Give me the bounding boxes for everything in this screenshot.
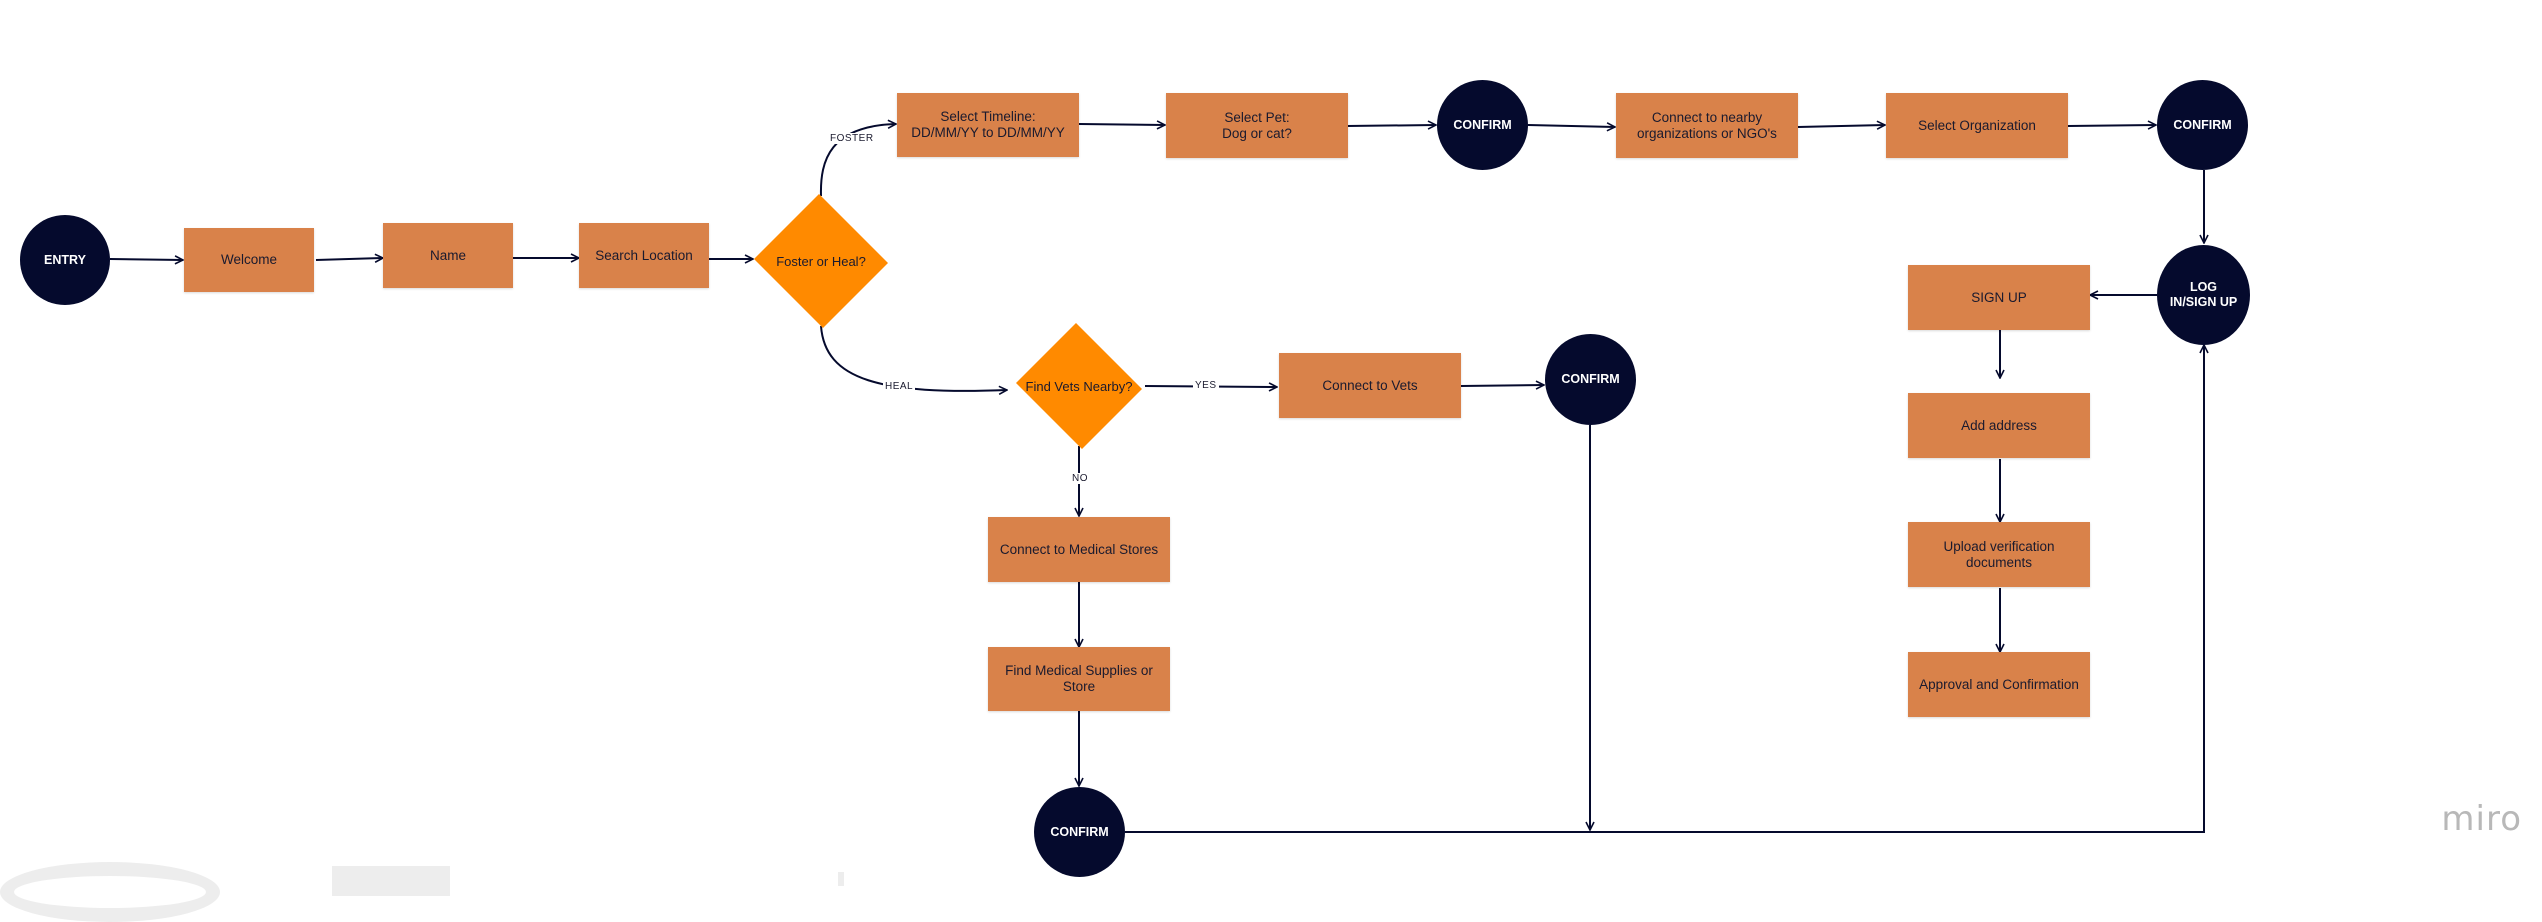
edge-label-foster: FOSTER xyxy=(828,133,876,144)
edge-vets-confirm xyxy=(1460,385,1544,386)
welcome-node[interactable]: Welcome xyxy=(184,228,314,292)
select-pet-label: Select Pet: Dog or cat? xyxy=(1222,109,1292,141)
edge-merge-login xyxy=(1125,345,2204,833)
name-label: Name xyxy=(429,247,466,263)
confirm-vets-label: CONFIRM xyxy=(1561,372,1620,386)
edge-label-heal: HEAL xyxy=(883,381,916,392)
name-node[interactable]: Name xyxy=(383,223,513,288)
foster-or-heal-label: Foster or Heal? xyxy=(776,253,866,269)
login-signup-node[interactable]: LOG IN/SIGN UP xyxy=(2157,245,2250,345)
select-organization-label: Select Organization xyxy=(1918,117,2036,133)
edge-foster xyxy=(819,124,896,197)
confirm-foster-label-1: CONFIRM xyxy=(1453,117,1512,132)
search-location-node[interactable]: Search Location xyxy=(579,223,709,288)
connect-orgs-label: Connect to nearby organizations or NGO's xyxy=(1637,109,1777,141)
find-vets-decision[interactable]: Find Vets Nearby? xyxy=(1013,323,1145,449)
welcome-label: Welcome xyxy=(220,252,278,267)
background-deco-shape xyxy=(0,862,220,922)
edge-connect-selectorg xyxy=(1797,125,1885,127)
login-signup-label: LOG IN/SIGN UP xyxy=(2169,280,2238,309)
background-deco-shape xyxy=(838,872,844,886)
foster-or-heal-decision[interactable]: Foster or Heal? xyxy=(752,194,890,328)
select-organization-node[interactable]: Select Organization xyxy=(1886,93,2068,158)
add-address-label: Add address xyxy=(1961,417,2037,433)
entry-node[interactable]: ENTRY xyxy=(20,215,110,305)
edge-selectorg-confirm xyxy=(2067,125,2156,126)
connect-medical-stores-node[interactable]: Connect to Medical Stores xyxy=(988,517,1170,582)
upload-docs-label: Upload verification documents xyxy=(1943,538,2055,570)
select-timeline-label: Select Timeline: DD/MM/YY to DD/MM/YY xyxy=(911,109,1065,140)
confirm-medical-label: CONFIRM xyxy=(1050,824,1109,839)
sign-up-node[interactable]: SIGN UP xyxy=(1908,265,2090,330)
connect-vets-label: Connect to Vets xyxy=(1322,377,1418,393)
approval-node[interactable]: Approval and Confirmation xyxy=(1908,652,2090,717)
edge-confirm-connect xyxy=(1527,125,1615,127)
add-address-node[interactable]: Add address xyxy=(1908,393,2090,458)
find-vets-label: Find Vets Nearby? xyxy=(1025,378,1133,394)
edge-entry-welcome xyxy=(109,259,183,260)
connect-vets-node[interactable]: Connect to Vets xyxy=(1279,353,1461,418)
select-timeline-node[interactable]: Select Timeline: DD/MM/YY to DD/MM/YY xyxy=(897,93,1079,157)
edge-label-no: NO xyxy=(1070,473,1090,484)
edge-welcome-name xyxy=(315,258,383,260)
confirm-vets-node[interactable]: CONFIRM xyxy=(1545,334,1636,425)
upload-docs-node[interactable]: Upload verification documents xyxy=(1908,522,2090,587)
find-medical-supplies-label: Find Medical Supplies or Store xyxy=(1005,663,1153,694)
approval-label: Approval and Confirmation xyxy=(1919,676,2079,692)
background-deco-shape xyxy=(332,866,450,896)
connect-orgs-node[interactable]: Connect to nearby organizations or NGO's xyxy=(1616,93,1798,158)
confirm-foster-node-1[interactable]: CONFIRM xyxy=(1437,80,1528,170)
entry-label: ENTRY xyxy=(44,252,86,267)
confirm-foster-node-2[interactable]: CONFIRM xyxy=(2157,80,2248,170)
edge-heal xyxy=(820,325,1007,391)
miro-watermark: miro xyxy=(2441,799,2522,839)
edge-timeline-pet xyxy=(1078,124,1165,125)
search-location-label: Search Location xyxy=(595,247,693,263)
edge-pet-confirm xyxy=(1346,125,1436,126)
connect-medical-stores-label: Connect to Medical Stores xyxy=(999,541,1159,557)
select-pet-node[interactable]: Select Pet: Dog or cat? xyxy=(1166,93,1348,158)
confirm-medical-node[interactable]: CONFIRM xyxy=(1034,787,1125,877)
confirm-foster-label-2: CONFIRM xyxy=(2173,117,2232,132)
find-medical-supplies-node[interactable]: Find Medical Supplies or Store xyxy=(988,647,1170,711)
sign-up-label: SIGN UP xyxy=(1971,289,2027,305)
connector-layer xyxy=(109,0,2542,833)
edge-label-yes: YES xyxy=(1193,380,1219,391)
